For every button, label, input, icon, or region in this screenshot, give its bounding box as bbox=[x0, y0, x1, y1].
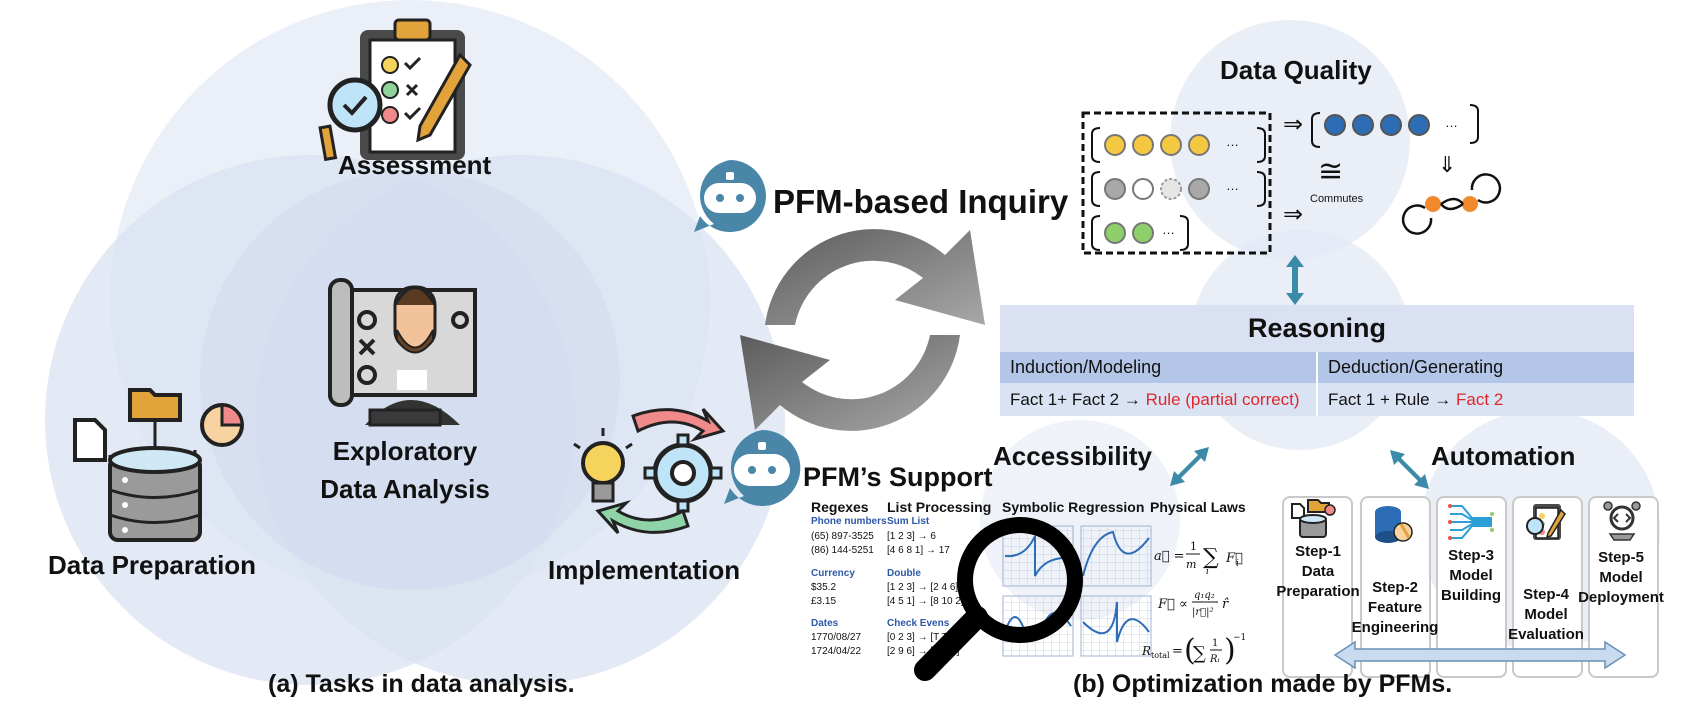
implies-arrow-top: ⇒ bbox=[1283, 111, 1304, 138]
induction-result: Rule (partial correct) bbox=[1145, 390, 1300, 409]
svg-text:=: = bbox=[1172, 644, 1183, 659]
svg-text:m: m bbox=[1186, 558, 1196, 571]
diagonal-arrow-left bbox=[1170, 447, 1209, 486]
svg-text:∑: ∑ bbox=[1203, 545, 1219, 570]
deduction-header: Deduction/Generating bbox=[1316, 352, 1634, 383]
deduction-result: Fact 2 bbox=[1456, 390, 1504, 409]
svg-text:∑: ∑ bbox=[1193, 643, 1206, 664]
list-processing-title: List Processing bbox=[887, 499, 992, 515]
idea-gear-cycle-icon bbox=[573, 407, 726, 535]
ellipsis-3: … bbox=[1162, 222, 1175, 237]
induction-example: Fact 1+ Fact 2 → Rule (partial correct) bbox=[1000, 383, 1316, 416]
robot-chat-icon-2 bbox=[724, 429, 801, 506]
svg-text:|r⃗|²: |r⃗|² bbox=[1192, 607, 1214, 618]
step-2-label: Step-2 Feature Engineering bbox=[1351, 579, 1439, 636]
magnifier-icon bbox=[914, 517, 1083, 681]
double-values: [1 2 3] → [2 4 6] [4 5 1] → [8 10 2] bbox=[887, 582, 964, 607]
database-files-icon bbox=[73, 388, 244, 542]
robot-chat-icon bbox=[694, 160, 766, 232]
phone-numbers-label: Phone numbers bbox=[811, 516, 887, 527]
data-quality-diagram bbox=[1081, 104, 1502, 255]
implies-arrow-down: ⇓ bbox=[1438, 152, 1457, 177]
ellipsis-4: … bbox=[1445, 115, 1458, 130]
svg-text:q₁q₂: q₁q₂ bbox=[1194, 590, 1215, 601]
data-quality-title: Data Quality bbox=[1220, 55, 1372, 85]
double-arrow-vertical bbox=[1286, 255, 1304, 305]
model-evaluation-step-icon bbox=[1526, 504, 1566, 540]
caption-b: (b) Optimization made by PFMs. bbox=[1073, 670, 1453, 698]
data-preparation-step-icon bbox=[1291, 499, 1336, 538]
reasoning-title: Reasoning bbox=[1000, 305, 1634, 352]
svg-text:Rᵢ: Rᵢ bbox=[1209, 654, 1220, 665]
step-box-2 bbox=[1360, 496, 1431, 678]
support-label: PFM’s Support bbox=[803, 462, 993, 492]
implementation-label: Implementation bbox=[548, 555, 741, 585]
analyst-person-icon bbox=[328, 278, 477, 427]
inquiry-label: PFM-based Inquiry bbox=[773, 183, 1069, 220]
automation-label: Automation bbox=[1431, 441, 1576, 471]
currency-label: Currency bbox=[811, 568, 855, 579]
double-label: Double bbox=[887, 568, 921, 579]
cycle-arrows bbox=[740, 229, 985, 431]
symbolic-regression-title: Symbolic Regression bbox=[1002, 499, 1145, 515]
svg-text:r̂: r̂ bbox=[1222, 597, 1230, 612]
congruent-symbol: ≅ bbox=[1318, 155, 1344, 188]
dates-values: 1770/08/27 1724/04/22 bbox=[811, 632, 862, 657]
accessibility-label: Accessibility bbox=[993, 441, 1152, 471]
step-box-1 bbox=[1282, 496, 1353, 678]
eda-label: Exploratory Data Analysis bbox=[300, 432, 510, 508]
feature-engineering-step-icon bbox=[1375, 506, 1413, 543]
step-4-label: Step-4 Model Evaluation bbox=[1508, 586, 1584, 643]
induction-header: Induction/Modeling bbox=[1000, 352, 1316, 383]
step-3-label: Step-3 Model Building bbox=[1441, 547, 1501, 604]
caption-a: (a) Tasks in data analysis. bbox=[268, 670, 575, 698]
sum-list-label: Sum List bbox=[887, 516, 930, 527]
data-preparation-label: Data Preparation bbox=[48, 550, 257, 580]
implies-arrow-bottom: ⇒ bbox=[1283, 201, 1304, 228]
physical-laws-title: Physical Laws bbox=[1150, 499, 1246, 515]
diagonal-arrow-right bbox=[1390, 450, 1429, 489]
reasoning-header-row: Induction/Modeling Deduction/Generating bbox=[1000, 352, 1634, 383]
sum-list-values: [1 2 3] → 6 [4 6 8 1] → 17 bbox=[887, 531, 950, 556]
deduction-prefix: Fact 1 + Rule → bbox=[1328, 390, 1457, 409]
step-5-label: Step-5 Model Deployment bbox=[1578, 549, 1664, 606]
svg-text:i: i bbox=[1206, 567, 1209, 577]
ellipsis-2: … bbox=[1226, 178, 1239, 193]
induction-prefix: Fact 1+ Fact 2 → bbox=[1010, 390, 1146, 409]
svg-text:i: i bbox=[1236, 559, 1239, 569]
svg-text:1: 1 bbox=[1190, 540, 1197, 553]
eda-label-line2: Data Analysis bbox=[320, 474, 490, 504]
phone-values: (65) 897-3525 (86) 144-5251 bbox=[811, 531, 874, 556]
pipeline-double-arrow bbox=[1333, 640, 1627, 670]
clipboard-checklist-icon bbox=[318, 18, 472, 162]
check-evens-label: Check Evens bbox=[887, 618, 950, 629]
model-building-step-icon bbox=[1448, 504, 1494, 540]
physical-laws-equations: a⃗ = 1 m ∑ F⃗ i i F⃗ ∝ q₁q₂ |r⃗|² r̂ R t… bbox=[1141, 540, 1246, 668]
svg-text:): ) bbox=[1224, 633, 1236, 668]
svg-text:1: 1 bbox=[1212, 638, 1218, 649]
currency-values: $35.2 £3.15 bbox=[811, 582, 837, 607]
assessment-label: Assessment bbox=[338, 150, 492, 180]
reasoning-example-row: Fact 1+ Fact 2 → Rule (partial correct) … bbox=[1000, 383, 1634, 416]
dates-label: Dates bbox=[811, 618, 839, 629]
svg-text:R: R bbox=[1141, 644, 1151, 658]
model-deployment-step-icon bbox=[1603, 501, 1641, 541]
eda-label-line1: Exploratory bbox=[332, 436, 478, 466]
ellipsis-1: … bbox=[1226, 134, 1239, 149]
deduction-example: Fact 1 + Rule → Fact 2 bbox=[1316, 383, 1634, 416]
regexes-title: Regexes bbox=[811, 499, 869, 515]
svg-text:F⃗ ∝: F⃗ ∝ bbox=[1157, 597, 1188, 612]
svg-text:F⃗: F⃗ bbox=[1225, 551, 1243, 566]
step-1-label: Step-1 Data Preparation bbox=[1276, 543, 1360, 600]
svg-text:a⃗ =: a⃗ = bbox=[1154, 549, 1185, 564]
commutes-label: Commutes bbox=[1310, 193, 1364, 205]
svg-text:(: ( bbox=[1184, 633, 1196, 668]
svg-text:total: total bbox=[1151, 651, 1170, 660]
reasoning-table: Reasoning Induction/Modeling Deduction/G… bbox=[1000, 305, 1634, 416]
svg-text:−1: −1 bbox=[1233, 633, 1246, 643]
